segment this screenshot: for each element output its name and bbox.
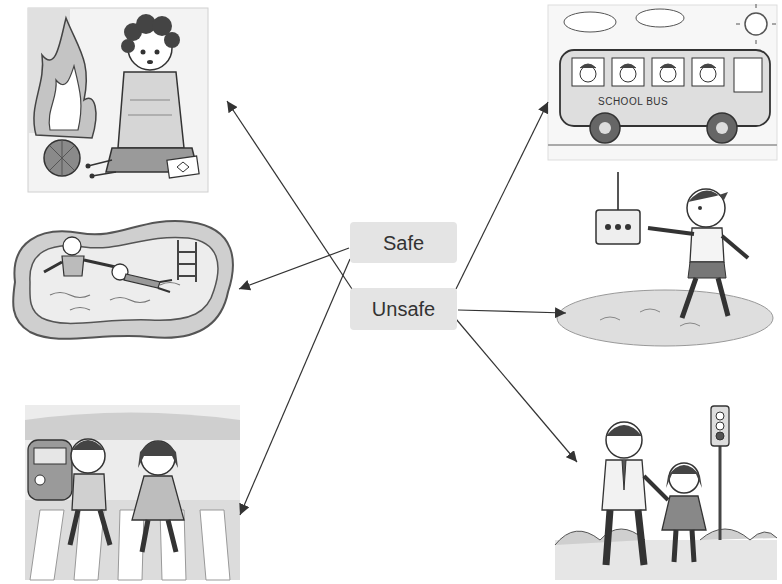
category-box: Safe [350,222,457,263]
pool-picture [13,221,233,339]
leader-arrow [458,310,566,313]
electric-socket-picture [557,172,773,346]
leader-arrows [227,101,577,515]
crosswalk-picture [25,405,240,580]
fire-picture [28,8,208,192]
traffic-light-picture [555,406,777,580]
category-label: Safe [383,231,424,255]
leader-arrow [456,319,577,462]
bus-sign-text: SCHOOL BUS [598,96,668,107]
leader-arrow [240,259,350,515]
category-label: Unsafe [372,297,435,321]
school-bus-picture [548,4,777,160]
leader-arrow [239,248,349,289]
leader-arrow [456,102,548,289]
leader-arrow [227,101,352,289]
category-box: Unsafe [350,288,457,330]
